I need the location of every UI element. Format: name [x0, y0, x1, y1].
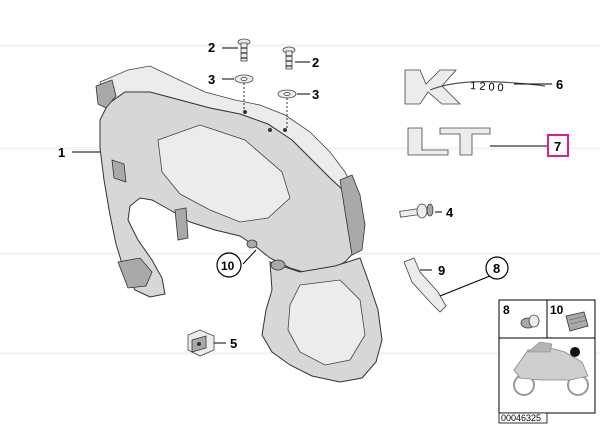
location-marker-dot — [570, 347, 580, 357]
screw-right[interactable] — [282, 46, 296, 70]
callout-1: 1 — [58, 145, 65, 160]
emblem-1200[interactable]: 1200 — [404, 69, 546, 105]
callout-8: 8 — [493, 261, 500, 276]
strap-holder[interactable] — [403, 257, 491, 313]
callout-4: 4 — [446, 205, 454, 220]
callout-5: 5 — [230, 336, 237, 351]
screw-left[interactable] — [237, 38, 251, 62]
motorcycle-silhouette — [513, 341, 589, 396]
inset-label-8: 8 — [503, 303, 510, 317]
bolt[interactable] — [399, 203, 434, 219]
inset-panel: 8 10 — [498, 299, 596, 414]
reference-number: 00046325 — [501, 413, 541, 423]
callout-2-right: 2 — [312, 55, 319, 70]
callout-10: 10 — [221, 259, 235, 273]
inset-pad[interactable] — [565, 311, 589, 332]
callout-10-circle — [216, 252, 242, 278]
callout-6: 6 — [556, 77, 563, 92]
inset-label-10: 10 — [550, 303, 564, 317]
washer-right[interactable] — [277, 89, 297, 99]
emblem-1200-text: 1200 — [470, 80, 507, 95]
washer-left[interactable] — [234, 74, 254, 84]
callout-3-right: 3 — [312, 87, 319, 102]
emblem-lt[interactable] — [407, 127, 548, 156]
callout-3-left: 3 — [208, 72, 215, 87]
callout-9: 9 — [438, 263, 445, 278]
callout-8-circle — [485, 256, 509, 280]
clip-nut[interactable] — [187, 329, 215, 357]
inset-grommet[interactable] — [520, 314, 540, 329]
callout-7: 7 — [554, 139, 561, 154]
callout-2-left: 2 — [208, 40, 215, 55]
callout-7-highlight-box — [547, 134, 569, 157]
inner-fairing-panel[interactable] — [95, 65, 383, 383]
